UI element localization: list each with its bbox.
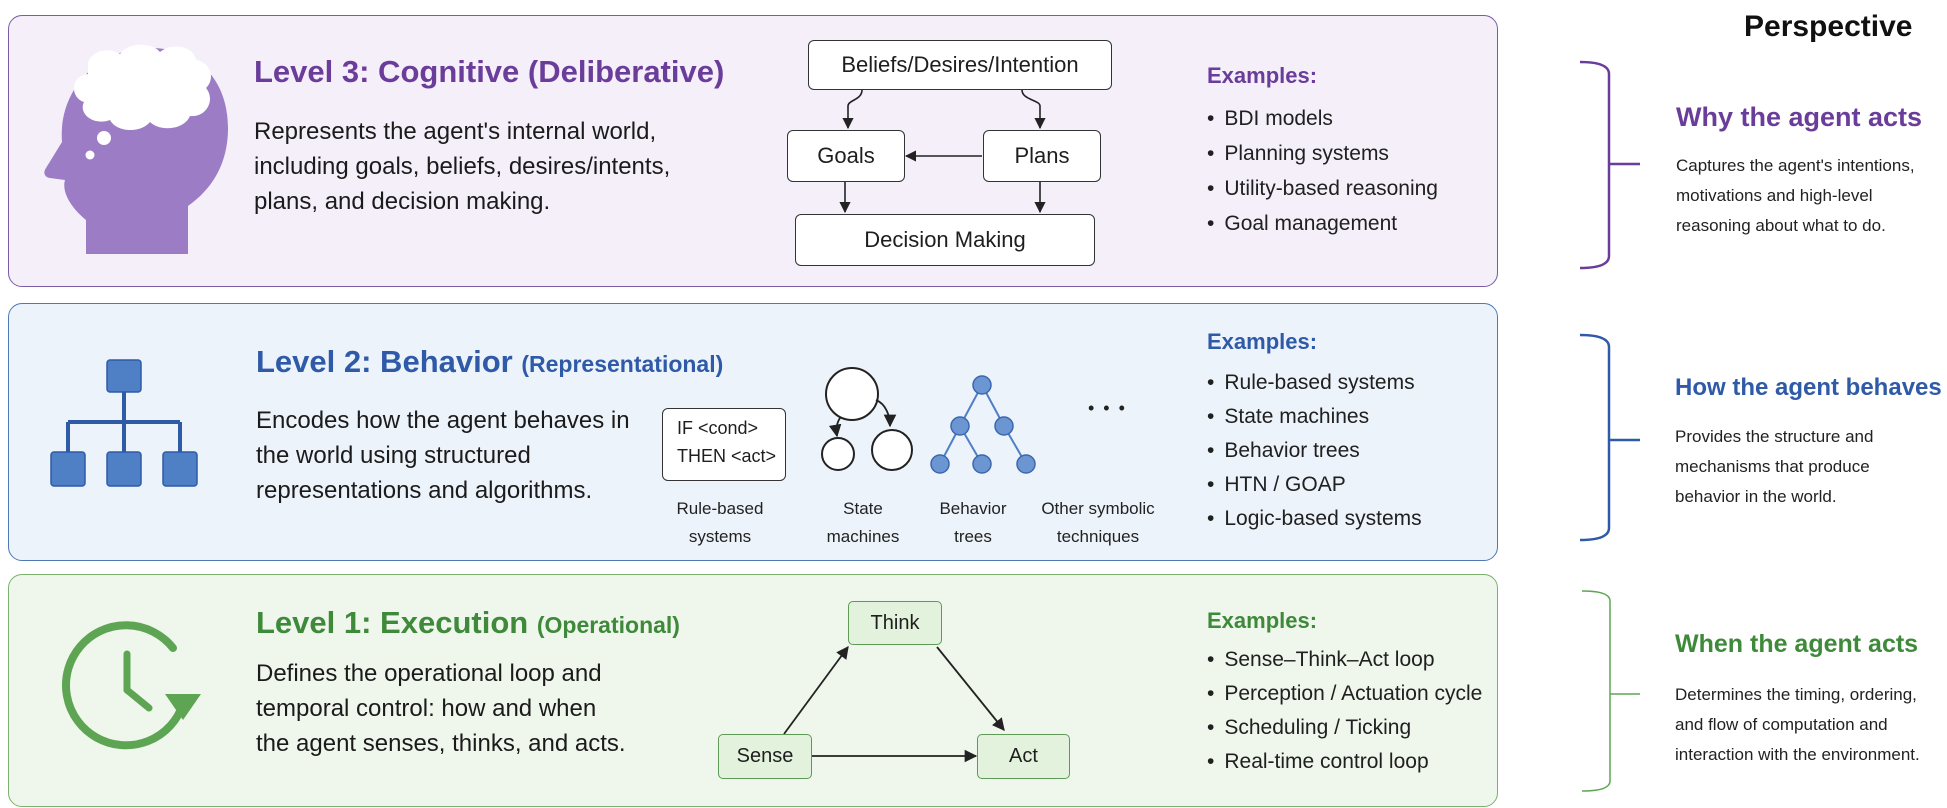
level1-examples-heading: Examples:: [1207, 608, 1318, 633]
perspective-how-desc: Provides the structure and mechanisms th…: [1675, 422, 1873, 512]
perspective-when-title: When the agent acts: [1675, 630, 1919, 658]
level1-title-main: Level 1: Execution: [256, 605, 529, 640]
list-item: Behavior trees: [1207, 434, 1422, 468]
act-node: Act: [977, 734, 1070, 779]
list-item: Planning systems: [1207, 136, 1438, 171]
list-item: Real-time control loop: [1207, 745, 1482, 779]
level2-examples-list: Rule-based systems State machines Behavi…: [1207, 366, 1422, 536]
rule-box: IF <cond> THEN <act>: [662, 408, 786, 481]
desc-line: interaction with the environment.: [1675, 745, 1920, 764]
desc-line: motivations and high-level: [1676, 186, 1873, 205]
desc-line: and flow of computation and: [1675, 715, 1888, 734]
level2-title-main: Level 2: Behavior: [256, 344, 513, 379]
caption-line: machines: [826, 527, 900, 546]
level3-description: Represents the agent's internal world, i…: [254, 118, 671, 215]
plans-node: Plans: [983, 130, 1101, 182]
desc-line: mechanisms that produce: [1675, 457, 1870, 476]
caption-line: techniques: [1056, 527, 1140, 546]
perspective-heading: Perspective: [1744, 10, 1913, 43]
level2-description: Encodes how the agent behaves in the wor…: [256, 407, 630, 504]
level1-subtitle: (Operational): [536, 612, 680, 638]
desc-line: Provides the structure and: [1675, 427, 1874, 446]
perspective-why-title: Why the agent acts: [1676, 102, 1923, 132]
caption-line: trees: [954, 527, 992, 546]
bdi-node: Beliefs/Desires/Intention: [808, 40, 1112, 90]
desc-line: Determines the timing, ordering,: [1675, 685, 1917, 704]
clock-cycle-icon: [62, 621, 201, 750]
technique-caption-other: Other symbolic techniques: [1032, 495, 1164, 551]
list-item: Goal management: [1207, 206, 1438, 241]
level2-subtitle: (Representational): [521, 351, 724, 377]
list-item: HTN / GOAP: [1207, 468, 1422, 502]
level1-description: Defines the operational loop and tempora…: [256, 660, 626, 757]
list-item: State machines: [1207, 400, 1422, 434]
list-item: BDI models: [1207, 101, 1438, 136]
perspective-why-desc: Captures the agent's intentions, motivat…: [1676, 151, 1915, 241]
list-item: Sense–Think–Act loop: [1207, 643, 1482, 677]
sense-node: Sense: [718, 734, 812, 779]
rule-line-if: IF <cond>: [677, 418, 759, 438]
think-node: Think: [848, 601, 942, 645]
caption-line: systems: [688, 527, 752, 546]
head-thought-icon: [44, 44, 228, 254]
level3-examples-list: BDI models Planning systems Utility-base…: [1207, 101, 1438, 241]
list-item: Utility-based reasoning: [1207, 171, 1438, 206]
desc-line: Captures the agent's intentions,: [1676, 156, 1915, 175]
state-machine-icon: [821, 367, 913, 471]
desc-line: reasoning about what to do.: [1676, 216, 1886, 235]
goals-node: Goals: [787, 130, 905, 182]
level1-title: Level 1: Execution (Operational): [256, 605, 680, 641]
level2-examples-heading: Examples:: [1207, 329, 1318, 354]
list-item: Rule-based systems: [1207, 366, 1422, 400]
list-item: Perception / Actuation cycle: [1207, 677, 1482, 711]
behavior-tree-icon: [930, 375, 1036, 474]
technique-caption-state: State machines: [803, 495, 923, 551]
level3-title: Level 3: Cognitive (Deliberative): [254, 54, 725, 89]
decision-making-node: Decision Making: [795, 214, 1095, 266]
desc-line: behavior in the world.: [1675, 487, 1837, 506]
technique-caption-trees: Behavior trees: [923, 495, 1023, 551]
caption-line: Other symbolic: [1041, 499, 1155, 518]
list-item: Logic-based systems: [1207, 502, 1421, 536]
caption-line: Behavior: [939, 499, 1007, 518]
hierarchy-icon: [50, 359, 198, 487]
more-techniques-ellipsis: • • •: [1088, 398, 1127, 418]
caption-line: Rule-based: [676, 499, 764, 518]
level1-examples-list: Sense–Think–Act loop Perception / Actuat…: [1207, 643, 1482, 779]
level2-title: Level 2: Behavior (Representational): [256, 344, 723, 380]
perspective-when-desc: Determines the timing, ordering, and flo…: [1675, 680, 1920, 770]
list-item: Scheduling / Ticking: [1207, 711, 1482, 745]
rule-line-then: THEN <act>: [677, 446, 777, 466]
perspective-how-title: How the agent behaves: [1675, 374, 1942, 401]
level3-examples-heading: Examples:: [1207, 63, 1318, 88]
technique-caption-rules: Rule-based systems: [655, 495, 785, 551]
caption-line: State: [843, 499, 883, 518]
